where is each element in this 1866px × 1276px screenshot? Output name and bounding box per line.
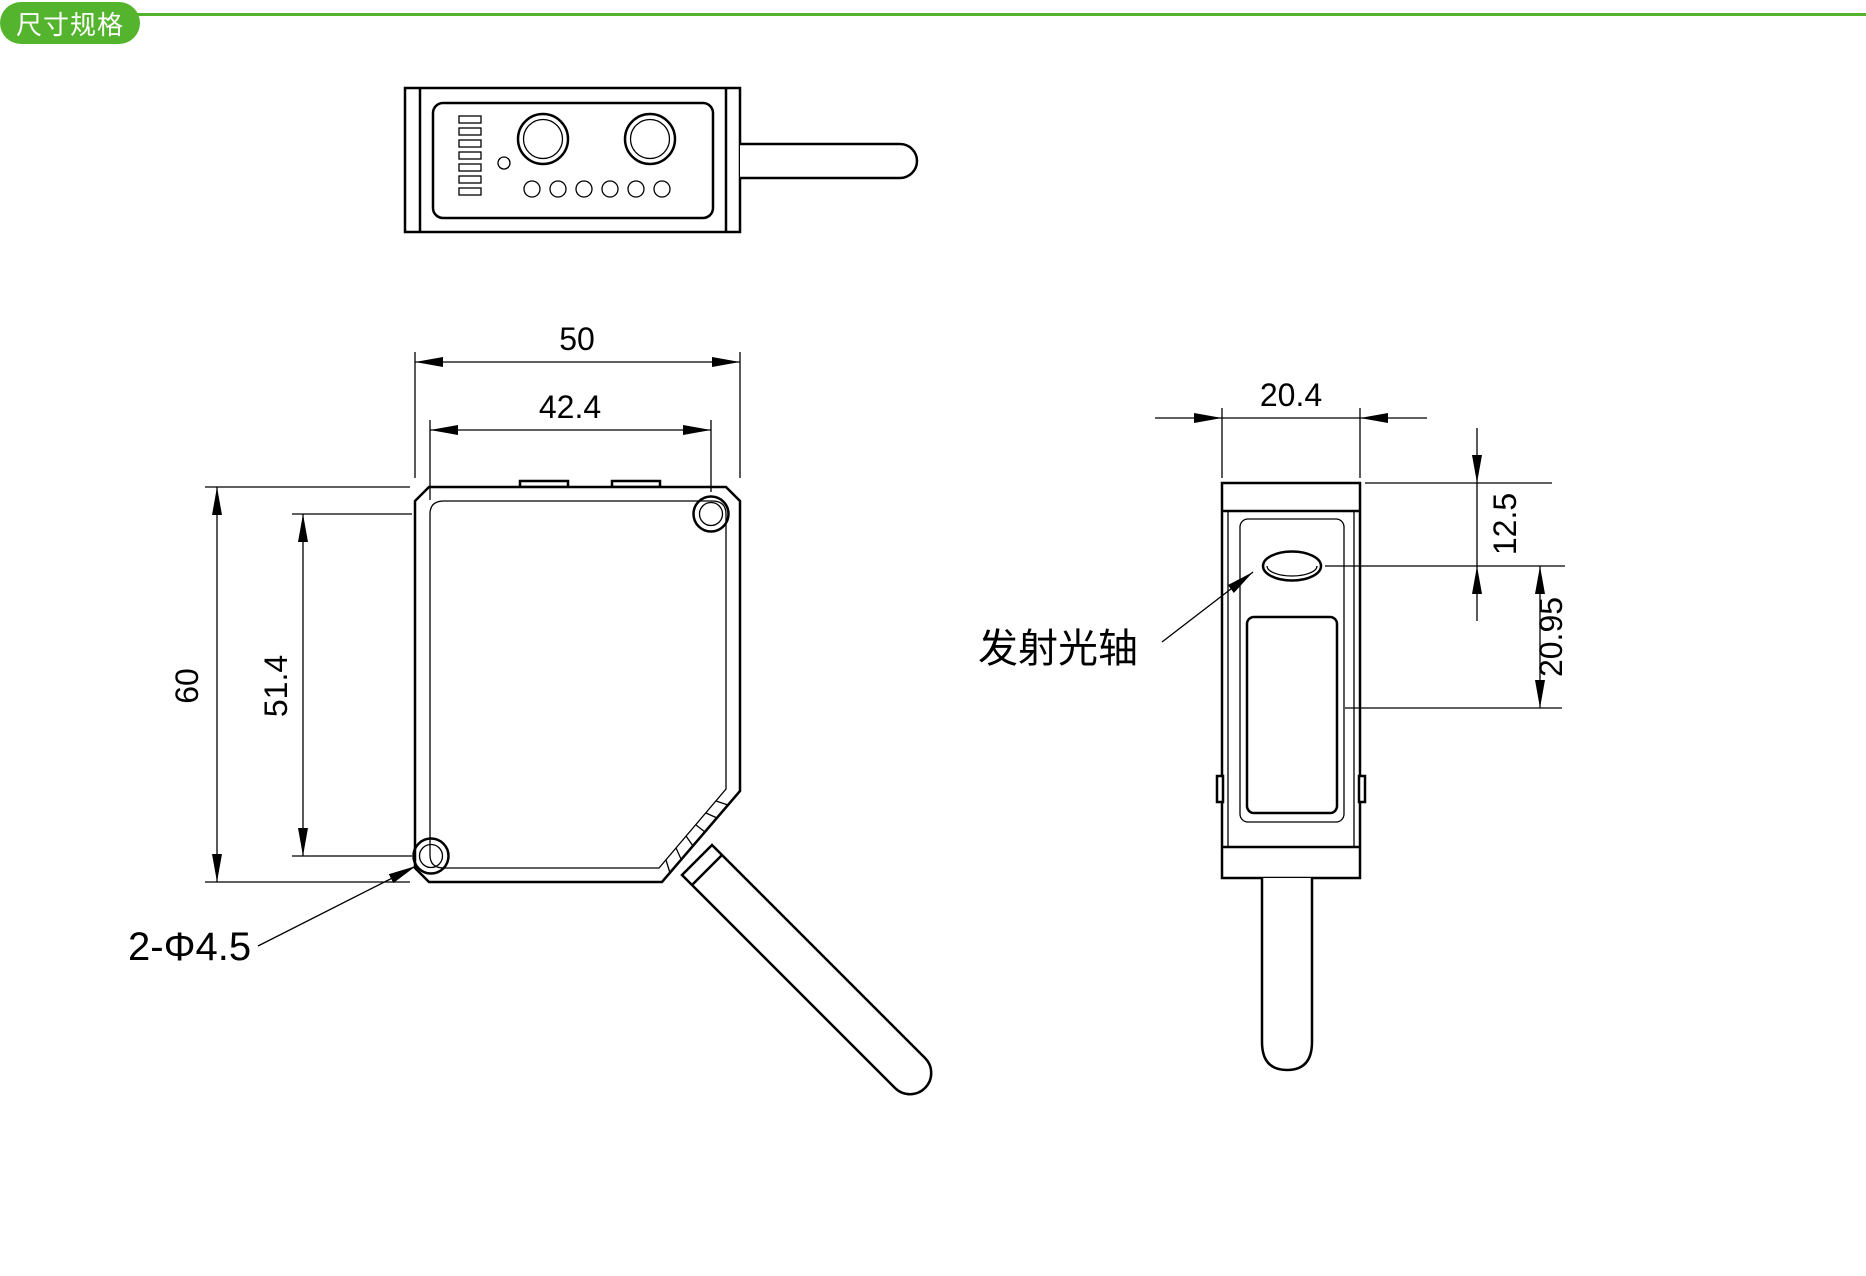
side-body-outline <box>1220 481 1362 880</box>
indicator-led-dot <box>497 156 511 170</box>
side-right-tab <box>1357 774 1367 804</box>
emission-lens-side <box>1261 550 1323 582</box>
dim-side-window-offset-20-95: 20.95 <box>1345 566 1569 709</box>
dim-side-width-20-4: 20.4 <box>1155 377 1427 478</box>
sensor-top-view <box>403 86 919 234</box>
top-view-face-panel <box>431 101 715 220</box>
mounting-hole-top-right-outer <box>692 495 730 533</box>
receiver-lens-outline <box>623 112 677 166</box>
side-left-tab <box>1215 774 1225 804</box>
dim-label-12-5: 12.5 <box>1487 493 1523 555</box>
emission-lens-detail <box>1266 565 1318 577</box>
dim-label-42-4: 42.4 <box>539 389 601 425</box>
emitter-lens-outline <box>516 112 570 166</box>
led-bargraph <box>458 115 482 196</box>
front-view-cable <box>680 843 933 1096</box>
dim-label-51-4: 51.4 <box>258 655 294 717</box>
emitter-lens-inner <box>522 118 564 160</box>
receiver-lens-inner <box>629 118 671 160</box>
dim-label-20-95: 20.95 <box>1533 597 1569 677</box>
dim-front-height-60: 60 <box>169 486 410 883</box>
mounting-hole-bottom-left-outer <box>412 837 450 875</box>
side-view-cable <box>1260 878 1314 1072</box>
dim-label-60: 60 <box>169 668 205 704</box>
side-window <box>1245 615 1339 815</box>
mounting-hole-top-right-inner <box>698 501 724 527</box>
top-view-body <box>403 86 742 234</box>
side-inner-panel <box>1239 518 1345 823</box>
front-body-outline <box>413 485 742 884</box>
dim-label-50: 50 <box>559 321 595 357</box>
dim-front-hole-spacing-42-4: 42.4 <box>429 389 712 500</box>
mounting-hole-bottom-left-inner <box>418 843 444 869</box>
callout-label-holes: 2-Φ4.5 <box>128 925 251 969</box>
callout-mounting-holes: 2-Φ4.5 <box>128 865 417 969</box>
dim-label-20-4: 20.4 <box>1260 377 1322 413</box>
section-header-pill: 尺寸规格 <box>0 2 140 44</box>
callout-label-emission-axis: 发射光轴 <box>978 627 1138 671</box>
sensor-side-view: 20.4 12.5 20.95 发射光轴 <box>978 377 1569 1072</box>
chamfer-serrations <box>665 800 729 874</box>
dim-front-hole-spacing-51-4: 51.4 <box>258 513 412 857</box>
button-row <box>523 180 671 198</box>
sensor-front-view: 50 42.4 60 51.4 <box>128 321 933 1096</box>
top-view-cable <box>740 142 919 180</box>
header-accent-line <box>110 13 1866 16</box>
cable-collar-line <box>691 854 723 886</box>
dim-side-axis-offset-12-5: 12.5 <box>1325 428 1565 621</box>
dim-front-width-50: 50 <box>414 321 741 478</box>
callout-emission-axis: 发射光轴 <box>978 571 1254 671</box>
section-title: 尺寸规格 <box>15 9 124 40</box>
